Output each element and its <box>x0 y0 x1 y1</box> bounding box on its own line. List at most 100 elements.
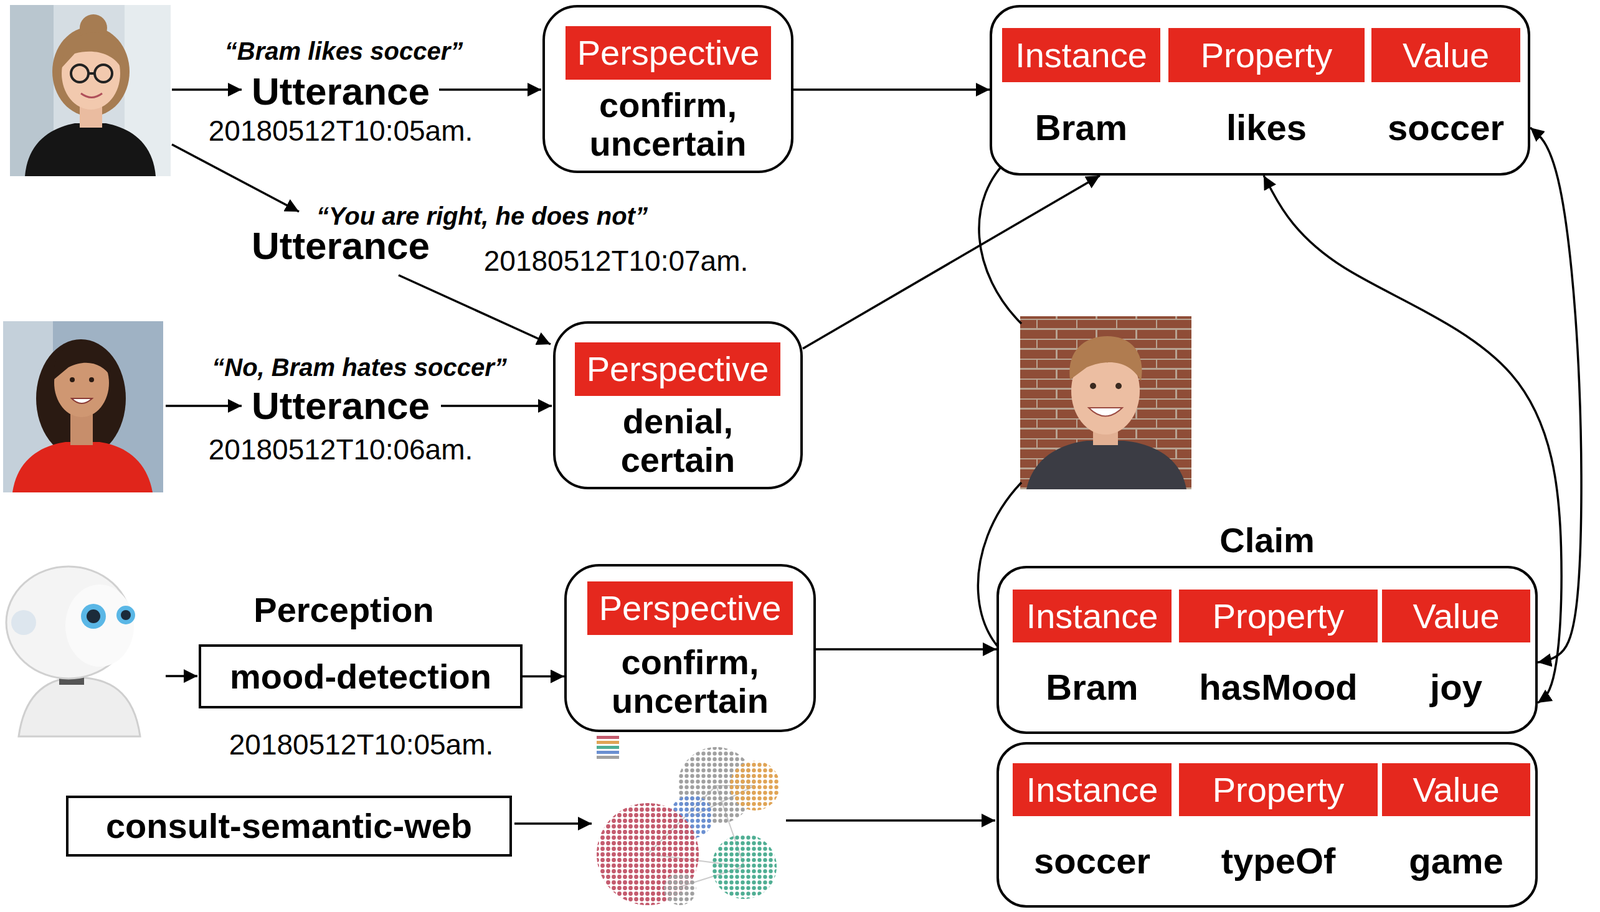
timestamp: 20180512T10:05am. <box>229 730 494 760</box>
flow-arrow <box>398 275 551 345</box>
eye <box>69 377 75 383</box>
text-slot: soccer <box>1012 816 1172 906</box>
timestamp: 20180512T10:06am. <box>208 435 474 464</box>
header-cell: Value <box>1382 763 1531 817</box>
text-slot: Perspective <box>565 26 772 80</box>
glasses <box>71 64 89 83</box>
label-slot: 20180512T10:06am. <box>208 435 474 464</box>
text-slot: Value <box>1382 589 1531 643</box>
perspective-box: Perspective confirm, uncertain <box>542 4 794 174</box>
connector-group <box>522 89 1582 704</box>
text-slot: likes <box>1168 82 1365 174</box>
text-slot: Value <box>1382 763 1531 817</box>
label-slot: “Bram likes soccer” <box>224 38 463 64</box>
triple-box: Instance Property Value soccer typeOf game <box>996 742 1538 909</box>
header-text: Perspective <box>577 33 760 73</box>
label-slot: Utterance <box>251 386 430 426</box>
box-text: confirm, uncertain <box>559 85 777 163</box>
text-slot: soccer <box>1371 82 1521 174</box>
header-cell: Property <box>1178 763 1378 817</box>
label-slot: 20180512T10:05am. <box>208 116 474 146</box>
header-cell: Perspective <box>565 26 772 80</box>
timestamp: 20180512T10:07am. <box>483 246 749 276</box>
process-box: mood-detection <box>198 644 523 709</box>
header-text: Property <box>1212 771 1345 810</box>
quote-text: “No, Bram hates soccer” <box>211 355 507 380</box>
hair <box>1069 336 1142 382</box>
graph-cluster <box>596 803 699 906</box>
label-slot: “No, Bram hates soccer” <box>211 355 507 380</box>
graph-cluster <box>729 761 780 811</box>
graph-cluster <box>711 834 777 900</box>
network-graph <box>596 736 780 906</box>
header-text: Instance <box>1026 597 1159 636</box>
photo-background <box>3 321 164 493</box>
smile <box>71 398 93 404</box>
brick-wall <box>1020 316 1192 490</box>
robot-picture <box>6 566 141 737</box>
flow-arrow <box>171 144 299 212</box>
value-text: Bram <box>1045 667 1138 708</box>
graph-legend-bar <box>596 746 620 750</box>
text-slot: confirm, uncertain <box>544 80 791 169</box>
box-text: consult-semantic-web <box>105 807 473 846</box>
text-slot: joy <box>1382 642 1531 732</box>
graph-legend-bar <box>596 756 620 760</box>
mouth <box>80 93 103 98</box>
value-text: hasMood <box>1198 667 1358 708</box>
header-cell: Perspective <box>587 581 793 636</box>
hair <box>36 339 126 458</box>
value-text: soccer <box>1033 841 1151 882</box>
text-slot: Property <box>1178 763 1378 817</box>
heading-text: Claim <box>1219 521 1315 560</box>
label-slot: Perception <box>253 592 434 628</box>
text-slot: Bram <box>1002 82 1161 174</box>
claim-box: InstancePropertyValueClaimBramhasMoodjoy <box>996 566 1538 735</box>
robot-ear <box>11 610 37 636</box>
hair <box>53 341 111 380</box>
triple-box: Instance Property ValueBramlikessoccer <box>989 4 1531 176</box>
source-label: Utterance <box>251 386 430 426</box>
perspective-box: Perspectivedenial, certain <box>553 321 803 490</box>
label-slot: 20180512T10:05am. <box>229 730 494 760</box>
text-slot: Bram <box>1012 642 1172 732</box>
flow-arrow <box>514 822 592 826</box>
label-slot: “You are right, he does not” <box>316 203 648 229</box>
header-cell: Instance <box>1012 763 1172 817</box>
text-slot: game <box>1382 816 1531 906</box>
value-text: joy <box>1429 667 1483 708</box>
flow-arrow <box>440 404 552 408</box>
glasses <box>88 72 95 75</box>
perspective-box: Perspective confirm, uncertain <box>564 564 816 733</box>
speaker-photo <box>3 321 164 493</box>
label-slot: Utterance <box>251 226 430 266</box>
graph-legend-bar <box>596 741 620 745</box>
value-text: game <box>1408 841 1504 882</box>
text-slot: Value <box>1371 28 1521 83</box>
graph-legend-bar <box>596 751 620 755</box>
header-cell: Instance <box>1002 28 1161 83</box>
connector-arrow <box>815 648 997 651</box>
header-text: Property <box>1212 597 1345 636</box>
value-text: typeOf <box>1221 841 1336 882</box>
smile <box>1088 407 1123 417</box>
box-text: denial, certain <box>570 402 786 479</box>
robot-face <box>65 584 134 668</box>
connector-arrow <box>1530 127 1582 663</box>
text-slot: Claim <box>998 520 1536 562</box>
header-text: Property <box>1200 36 1333 75</box>
source-label: Utterance <box>251 226 430 266</box>
text-slot: mood-detection <box>201 647 521 707</box>
box-text: confirm, uncertain <box>581 643 799 720</box>
label-slot: Utterance <box>251 72 430 111</box>
robot-pupil <box>86 609 101 624</box>
flow-arrows <box>165 89 1031 824</box>
label-slot: 20180512T10:07am. <box>483 246 749 276</box>
neck <box>70 414 93 446</box>
header-text: Value <box>1402 36 1490 75</box>
robot-body <box>18 677 141 737</box>
box-text: mood-detection <box>229 657 492 697</box>
graph-cluster <box>663 873 697 906</box>
text-slot: Instance <box>1002 28 1161 83</box>
